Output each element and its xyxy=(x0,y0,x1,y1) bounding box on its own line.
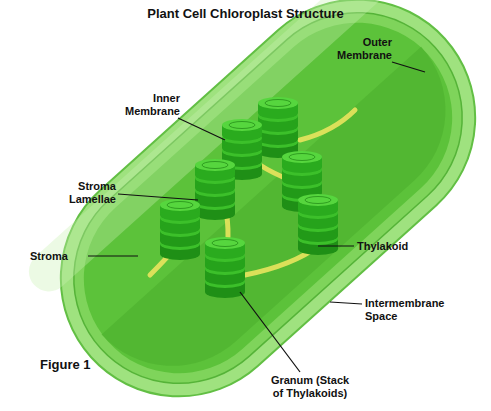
diagram-title: Plant Cell Chloroplast Structure xyxy=(0,6,491,22)
part-label: Inner Membrane xyxy=(118,92,180,118)
part-label: Intermembrane Space xyxy=(365,297,455,323)
leader-line xyxy=(118,194,198,200)
part-label: Stroma xyxy=(30,250,68,263)
leader-line xyxy=(318,245,354,246)
part-label: Stroma Lamellae xyxy=(60,180,116,206)
membrane-highlight xyxy=(21,0,393,300)
leader-line xyxy=(392,62,425,72)
part-label: Outer Membrane xyxy=(330,36,392,62)
part-label: Granum (Stack of Thylakoids) xyxy=(240,374,380,400)
stroma-lamellae xyxy=(150,110,355,275)
lamella xyxy=(300,110,355,140)
leader-line xyxy=(330,302,362,304)
chloroplast-body xyxy=(12,0,491,411)
granum-stack xyxy=(195,159,235,220)
granum-stack xyxy=(160,199,200,260)
outer-membrane xyxy=(12,0,491,411)
leader-line xyxy=(240,292,300,372)
leader-lines xyxy=(88,62,425,372)
leader-line xyxy=(178,118,225,140)
stroma-shadow xyxy=(102,47,485,405)
granum-stack xyxy=(205,237,245,298)
part-label: Thylakoid xyxy=(357,240,408,253)
figure-caption: Figure 1 xyxy=(40,357,91,373)
granum-stack xyxy=(258,97,298,158)
leader-line xyxy=(88,255,138,256)
